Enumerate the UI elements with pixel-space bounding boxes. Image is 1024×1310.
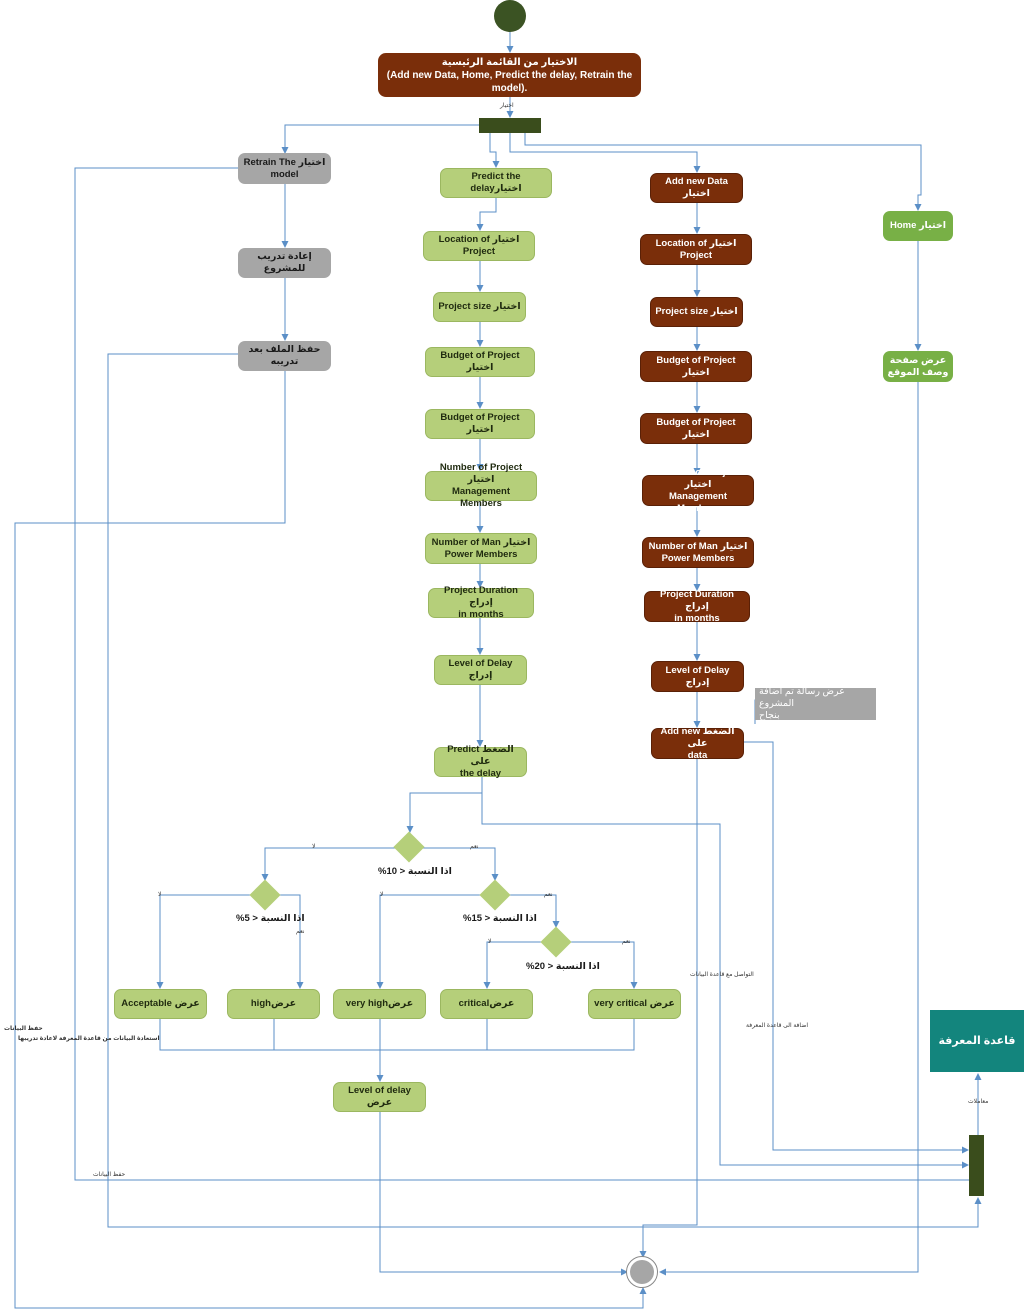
predict-budget-2: Budget of Project اختيار xyxy=(425,409,535,439)
add-level: Level of Delay إدراج xyxy=(651,661,744,692)
communicate-db-label: التواصل مع قاعدة البيانات xyxy=(690,972,754,978)
start-node xyxy=(494,0,526,32)
condition-15: %15 > اذا النسبة xyxy=(463,913,537,924)
fork-bar xyxy=(479,118,541,133)
show-site-description: عرض صفحة وصف الموقع xyxy=(883,351,953,382)
add-budget-1: Budget of Project اختيار xyxy=(640,351,752,382)
result-critical: criticalعرض xyxy=(440,989,533,1019)
retrain-select: Retrain The اختيار model xyxy=(238,153,331,184)
save-file-after-training: حفظ الملف بعد تدريبه xyxy=(238,341,331,371)
add-select: Add new Data اختيار xyxy=(650,173,743,203)
condition-10: %10 > اذا النسبة xyxy=(378,866,452,877)
main-menu-selection: الاختيار من القائمة الرئيسية (Add new Da… xyxy=(378,53,641,97)
condition-5: %5 > اذا النسبة xyxy=(236,913,305,924)
save-data-label: حفظ البيانات xyxy=(93,1172,126,1178)
press-add-data: Add new الضغط على data xyxy=(651,726,744,761)
transactions-label: معاملات xyxy=(968,1099,989,1105)
predict-budget-1: Budget of Project اختيار xyxy=(425,347,535,377)
choose-label: اختيار xyxy=(500,103,514,109)
no-label: لا xyxy=(158,892,162,898)
no-label: لا xyxy=(488,939,492,945)
no-label: لا xyxy=(380,892,384,898)
retrieve-data-label: استعادة البيانات من قاعدة المعرفة لاعادة… xyxy=(18,1036,160,1042)
press-predict: Predict الضغط على the delay xyxy=(434,744,527,779)
end-node xyxy=(626,1256,658,1288)
condition-20: %20 > اذا النسبة xyxy=(526,961,600,972)
add-man-power: Number of Man اختيار Power Members xyxy=(642,537,754,568)
add-to-kb-label: اضافة الى قاعدة المعرفة xyxy=(746,1023,808,1029)
add-size: Project size اختيار xyxy=(650,297,743,327)
predict-duration: Project Duration إدراج in months xyxy=(428,585,534,620)
knowledge-base: قاعدة المعرفة xyxy=(930,1010,1024,1072)
predict-man-power: Number of Man اختيار Power Members xyxy=(425,533,537,564)
add-budget-2: Budget of Project اختيار xyxy=(640,413,752,444)
join-bar xyxy=(969,1135,984,1196)
retrain-project: إعادة تدريب للمشروع xyxy=(238,248,331,278)
home-select: Home اختيار xyxy=(883,211,953,241)
success-message-note: عرض رسالة تم اضافة المشروع بنجاح xyxy=(755,686,876,721)
yes-label: نعم xyxy=(544,892,553,898)
no-label: لا xyxy=(312,844,316,850)
add-duration: Project Duration إدراج in months xyxy=(644,589,750,624)
add-location: Location of اختيار Project xyxy=(640,234,752,265)
predict-level: Level of Delay إدراج xyxy=(434,655,527,685)
yes-label: نعم xyxy=(470,844,479,850)
predict-size: Project size اختيار xyxy=(433,292,526,322)
predict-pm-members: Number of Project اختيار Management Memb… xyxy=(425,462,537,509)
save-data-label: حفظ البيانات xyxy=(4,1026,43,1032)
predict-select: Predict the delayاختيار xyxy=(440,168,552,198)
yes-label: نعم xyxy=(622,939,631,945)
result-very-high: very highعرض xyxy=(333,989,426,1019)
yes-label: نعم xyxy=(296,929,305,935)
result-level-of-delay: Level of delay عرض xyxy=(333,1082,426,1112)
result-very-critical: very critical عرض xyxy=(588,989,681,1019)
add-pm-members: Number of Project اختيار Management Memb… xyxy=(642,467,754,514)
result-high: highعرض xyxy=(227,989,320,1019)
predict-location: Location of اختيار Project xyxy=(423,231,535,261)
result-acceptable: Acceptable عرض xyxy=(114,989,207,1019)
